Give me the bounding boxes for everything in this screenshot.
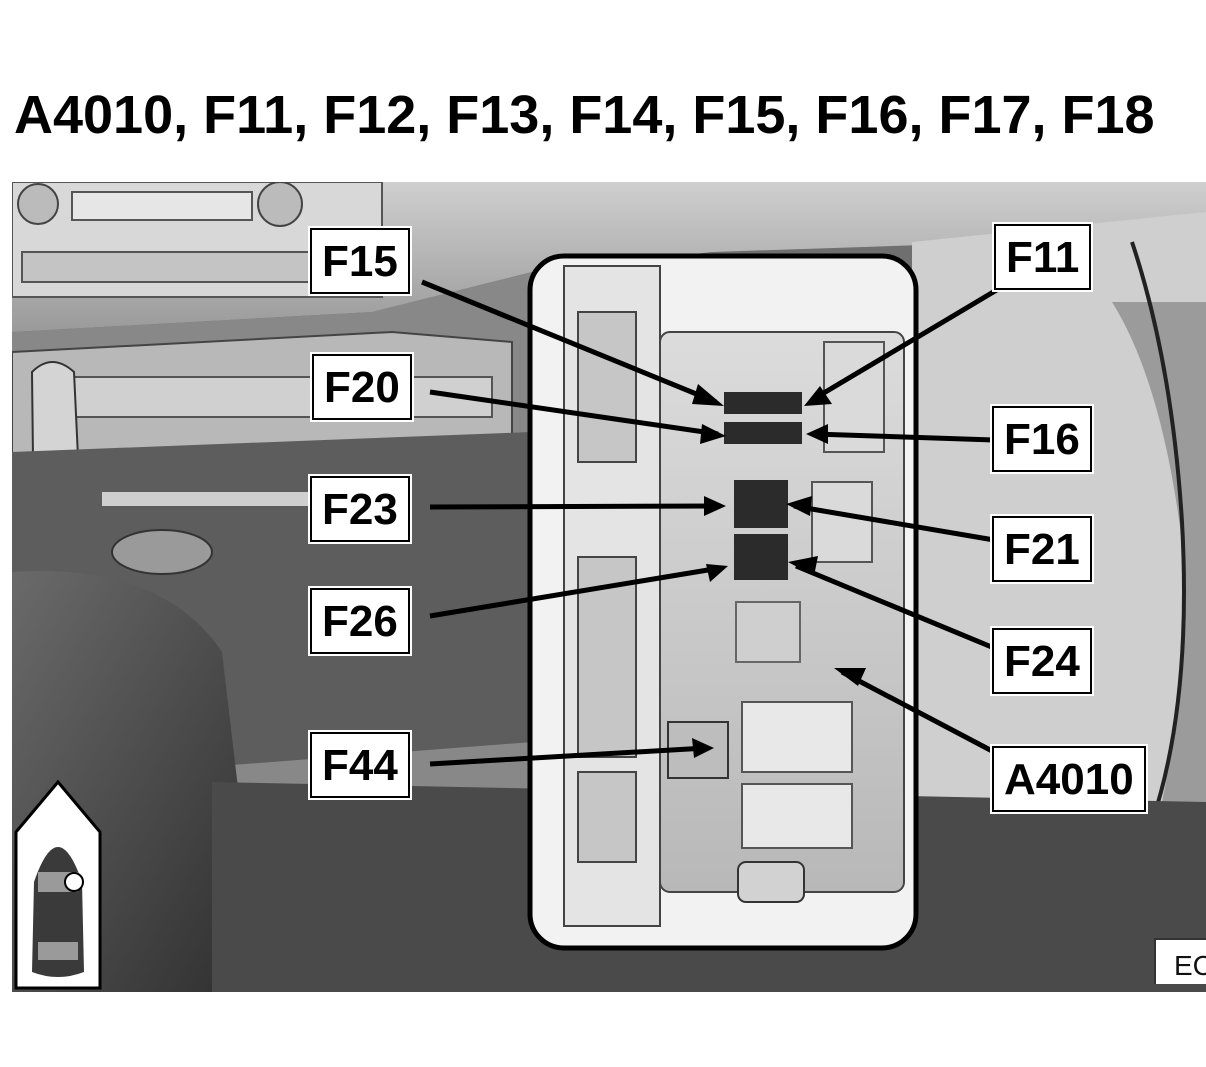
arrowhead-a4010 [834, 668, 866, 686]
label-f21-text: F21 [1004, 525, 1080, 574]
pointer-f21 [793, 503, 995, 543]
pointer-f23 [429, 503, 719, 510]
label-a4010: A4010 [992, 746, 1146, 812]
door-panel-right [1112, 302, 1206, 822]
diagram-title: A4010, F11, F12, F13, F14, F15, F16, F17… [14, 85, 1155, 145]
car-locator-inset [14, 779, 102, 990]
label-f23-text: F23 [322, 485, 398, 534]
label-f20-text: F20 [324, 363, 400, 412]
fuse-rows-top [724, 392, 802, 444]
figure-code: EC [1154, 938, 1206, 984]
climate-controls [51, 376, 493, 418]
console-slot [102, 492, 312, 506]
arrowhead-f44 [692, 738, 714, 758]
vehicle-interior-illustration [12, 182, 1206, 992]
label-a4010-text: A4010 [1004, 755, 1134, 804]
label-f16: F16 [992, 406, 1092, 472]
fuse-panels-lower [741, 701, 853, 849]
pointer-f16 [813, 431, 995, 443]
pointer-a4010 [840, 669, 996, 755]
connector-lower [577, 771, 637, 863]
label-f44: F44 [310, 732, 410, 798]
label-f23: F23 [310, 476, 410, 542]
label-f20: F20 [312, 354, 412, 420]
steering-column-edge [1130, 241, 1186, 823]
left-knob [17, 183, 59, 225]
pointer-f26 [429, 565, 721, 619]
fuse-blocks-mid [734, 480, 788, 580]
location-marker-icon [64, 872, 84, 892]
label-f26: F26 [310, 588, 410, 654]
pointer-f20 [429, 389, 719, 437]
arrowhead-f23 [704, 496, 726, 516]
label-plate [735, 601, 801, 663]
pointer-f11 [810, 285, 1002, 403]
arrowhead-f26 [706, 564, 728, 582]
bottom-bracket [737, 861, 805, 903]
label-f15: F15 [310, 228, 410, 294]
car-rear-window [38, 942, 78, 960]
label-f21: F21 [992, 516, 1092, 582]
arrowhead-f24 [788, 556, 818, 576]
idrive-knob [111, 529, 213, 575]
label-f11-text: F11 [1006, 233, 1080, 282]
arrowhead-f11 [804, 386, 832, 406]
arrowhead-f16 [806, 424, 828, 444]
arrowhead-f21 [786, 496, 812, 516]
pointer-f24 [795, 563, 995, 651]
pointer-f15 [421, 279, 717, 405]
pointer-arrowheads [692, 384, 866, 758]
radio-buttons [71, 191, 253, 221]
label-f11: F11 [994, 224, 1092, 290]
label-f26-text: F26 [322, 597, 398, 646]
label-f16-text: F16 [1004, 415, 1080, 464]
label-f24-text: F24 [1004, 637, 1080, 686]
figure-code-text: EC [1174, 950, 1206, 981]
label-f24: F24 [992, 628, 1092, 694]
label-f15-text: F15 [322, 237, 398, 286]
connector-upper [577, 311, 637, 463]
arrowhead-f20 [700, 424, 726, 444]
pointer-f44 [429, 745, 707, 767]
right-knob [257, 182, 303, 227]
pointer-lines [421, 279, 1002, 767]
arrowhead-f15 [692, 384, 724, 406]
label-f44-text: F44 [322, 741, 398, 790]
